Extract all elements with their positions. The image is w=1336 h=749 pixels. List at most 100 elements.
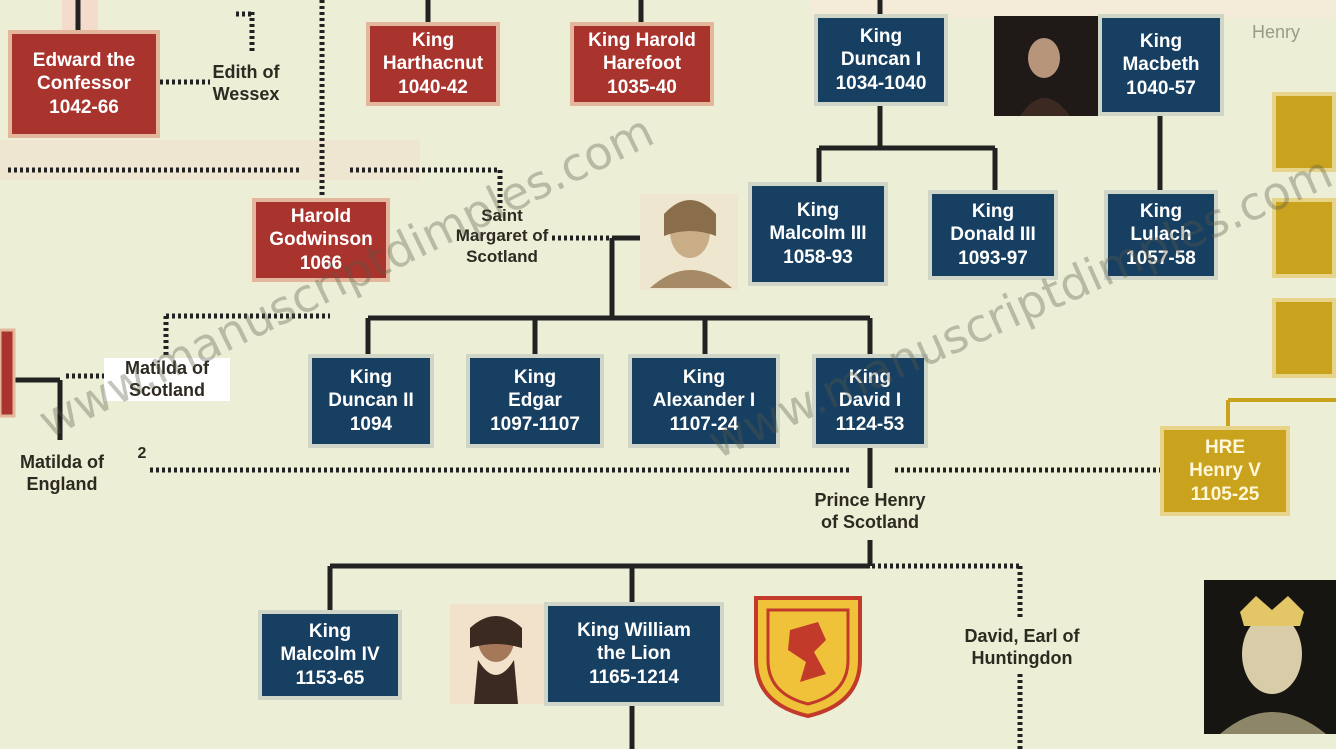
reign-years: 1058-93: [783, 246, 853, 268]
person-malcolm-iv: King Malcolm IV 1153-65: [258, 610, 402, 700]
person-edward-the-confessor: Edward the Confessor 1042-66: [8, 30, 160, 138]
name-line: Harold: [290, 206, 352, 228]
person-duncan-ii: King Duncan II 1094: [308, 354, 434, 448]
label-line: Matilda of: [20, 452, 104, 472]
name-line: HRE: [1204, 437, 1246, 459]
reign-years: 1066: [299, 252, 343, 274]
label-line: of Scotland: [821, 511, 919, 532]
label-line: Huntingdon: [971, 647, 1073, 668]
person-david-i: King David I 1124-53: [812, 354, 928, 448]
person-alexander-i: King Alexander I 1107-24: [628, 354, 780, 448]
label-line: 2: [137, 445, 147, 462]
dotted-lines: [8, 0, 1160, 749]
name-line: King: [349, 367, 393, 389]
label-edith-of-wessex: Edith of Wessex: [196, 62, 296, 105]
label-line: Scotland: [466, 246, 538, 266]
label-line: Matilda of: [104, 358, 230, 380]
label-line: Henry: [1252, 22, 1301, 42]
name-line: King: [971, 201, 1015, 223]
name-line: David I: [838, 390, 902, 412]
person-harold-godwinson: Harold Godwinson 1066: [252, 198, 390, 282]
label-line: Saint: [481, 206, 523, 225]
person-edgar: King Edgar 1097-1107: [466, 354, 604, 448]
name-line: King: [1139, 31, 1183, 53]
name-line: Confessor: [37, 73, 131, 95]
person-duncan-i: King Duncan I 1034-1040: [814, 14, 948, 106]
edge-box-gold: [1272, 198, 1336, 278]
name-line: Duncan II: [328, 390, 414, 412]
name-line: Henry V: [1189, 460, 1261, 482]
label-matilda-of-england: Matilda of England: [0, 452, 124, 495]
scottish-arms-shield: [754, 596, 862, 719]
label-line: Prince Henry: [814, 490, 926, 510]
person-harthacnut: King Harthacnut 1040-42: [366, 22, 500, 106]
person-donald-iii: King Donald III 1093-97: [928, 190, 1058, 280]
label-line: Margaret of: [455, 226, 549, 246]
name-line: Edgar: [508, 390, 562, 412]
reign-years: 1093-97: [958, 247, 1028, 269]
label-saint-margaret: Saint Margaret of Scotland: [436, 206, 568, 267]
name-line: Malcolm III: [769, 223, 867, 245]
number-marker: 2: [132, 444, 152, 463]
label-line: Edith of: [212, 62, 280, 82]
edge-box-red: [0, 328, 16, 418]
name-line: King: [1139, 201, 1183, 223]
reign-years: 1042-66: [49, 96, 119, 118]
label-line: David, Earl of: [964, 626, 1080, 646]
margaret-portrait: [640, 194, 738, 290]
label-top-right: Henry: [1252, 22, 1336, 44]
reign-years: 1124-53: [835, 413, 905, 435]
label-line: Scotland: [104, 379, 230, 402]
reign-years: 1040-42: [398, 76, 468, 98]
name-line: Lulach: [1130, 224, 1192, 246]
name-line: Donald III: [950, 224, 1036, 246]
name-line: King Harold: [588, 30, 696, 52]
name-line: King: [859, 26, 903, 48]
person-hre-henry-v: HRE Henry V 1105-25: [1160, 426, 1290, 516]
name-line: the Lion: [597, 643, 671, 665]
label-prince-henry: Prince Henry of Scotland: [790, 490, 950, 533]
name-line: King: [682, 367, 726, 389]
reign-years: 1057-58: [1126, 247, 1196, 269]
name-line: King: [411, 30, 455, 52]
person-lulach: King Lulach 1057-58: [1104, 190, 1218, 280]
reign-years: 1097-1107: [490, 413, 580, 435]
label-line: Wessex: [212, 83, 280, 104]
band-highlight: [0, 140, 420, 180]
name-line: Macbeth: [1122, 54, 1200, 76]
name-line: Harefoot: [602, 53, 682, 75]
name-line: Malcolm IV: [280, 644, 380, 666]
name-line: Alexander I: [652, 390, 756, 412]
name-line: King: [308, 621, 352, 643]
label-david-earl-of-huntingdon: David, Earl of Huntingdon: [940, 626, 1104, 669]
person-william-the-lion: King William the Lion 1165-1214: [544, 602, 724, 706]
name-line: Godwinson: [269, 229, 373, 251]
edge-box-gold: [1272, 298, 1336, 378]
label-matilda-of-scotland: Matilda of Scotland: [104, 358, 230, 402]
name-line: Edward the: [32, 50, 136, 72]
reign-years: 1165-1214: [589, 666, 679, 688]
person-macbeth: King Macbeth 1040-57: [1098, 14, 1224, 116]
person-malcolm-iii: King Malcolm III 1058-93: [748, 182, 888, 286]
band-highlight: [810, 0, 1336, 18]
reign-years: 1094: [349, 413, 393, 435]
person-harold-harefoot: King Harold Harefoot 1035-40: [570, 22, 714, 106]
reign-years: 1105-25: [1190, 483, 1260, 505]
reign-years: 1153-65: [295, 667, 365, 689]
reign-years: 1034-1040: [835, 72, 927, 94]
reign-years: 1035-40: [607, 76, 677, 98]
bottom-right-portrait: [1204, 580, 1336, 734]
name-line: King: [513, 367, 557, 389]
reign-years: 1040-57: [1126, 77, 1196, 99]
reign-years: 1107-24: [669, 413, 739, 435]
label-line: England: [26, 473, 98, 494]
edge-box-gold: [1272, 92, 1336, 172]
name-line: Harthacnut: [382, 53, 484, 75]
name-line: King: [796, 200, 840, 222]
macbeth-portrait: [994, 16, 1098, 116]
william-portrait: [450, 604, 544, 704]
name-line: King William: [577, 620, 691, 642]
solid-lines: [8, 0, 1336, 749]
